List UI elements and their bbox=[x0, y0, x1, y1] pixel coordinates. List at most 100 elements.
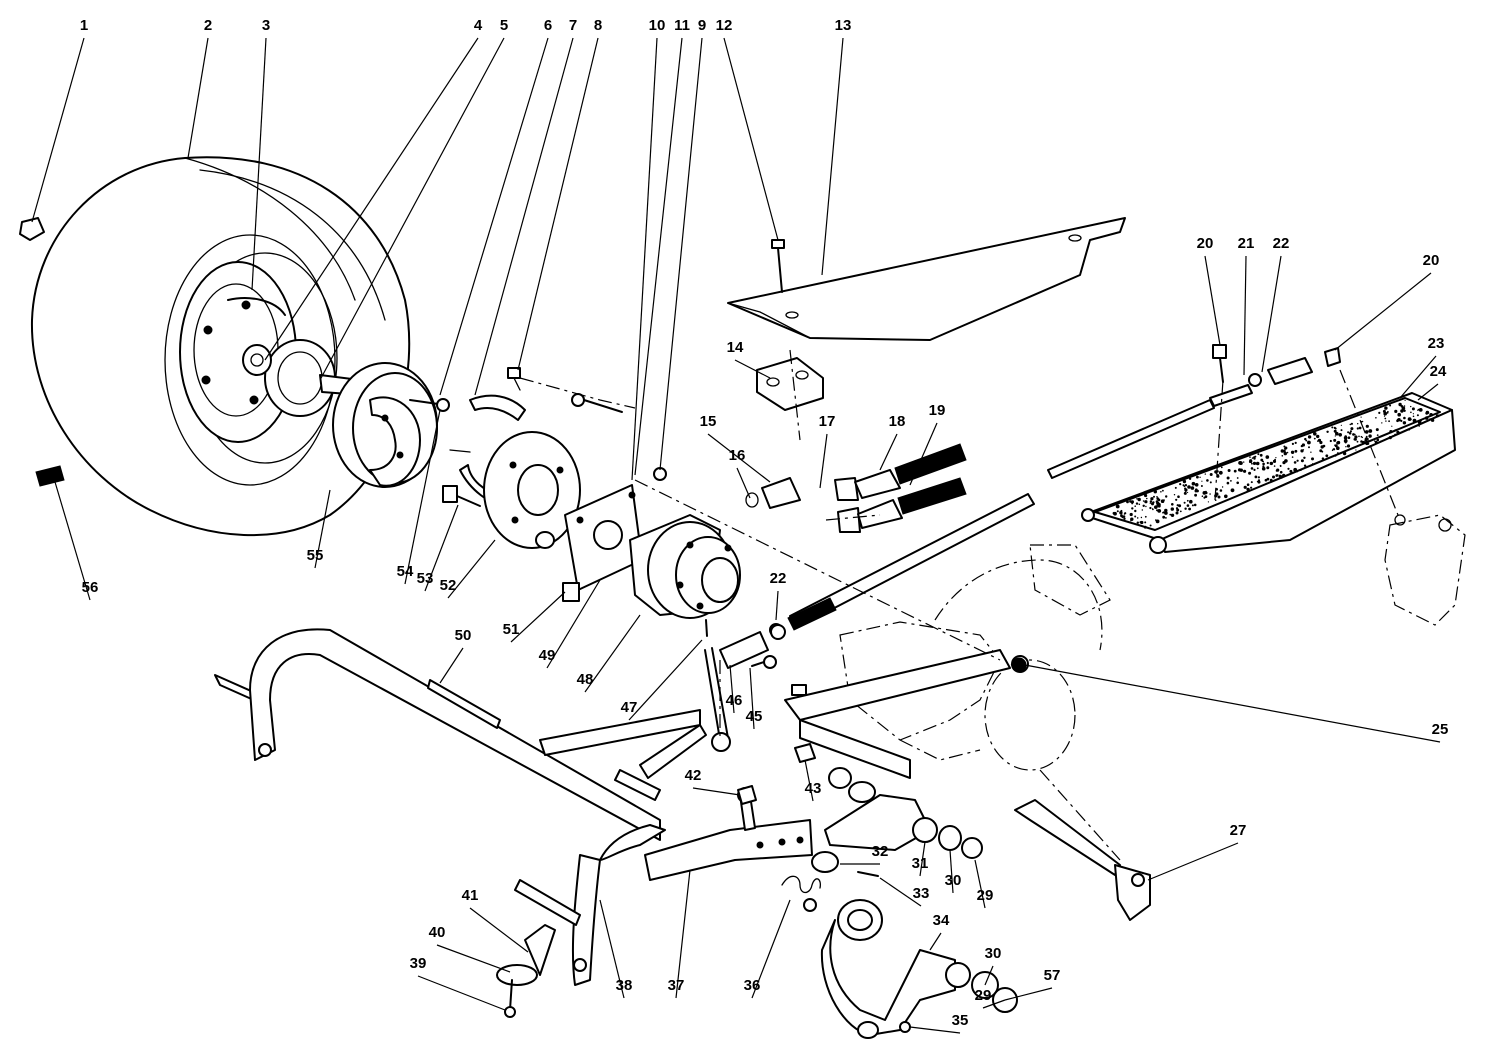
leader-line-47 bbox=[628, 639, 703, 721]
leader-line-1 bbox=[31, 37, 85, 223]
leader-line-29 bbox=[982, 999, 1006, 1009]
part-label-46: 46 bbox=[726, 692, 743, 709]
part-label-3: 3 bbox=[262, 17, 270, 34]
cover-plate bbox=[727, 217, 1126, 341]
part-label-29: 29 bbox=[975, 987, 992, 1004]
part-label-36: 36 bbox=[744, 977, 761, 994]
leader-line-38 bbox=[599, 899, 625, 999]
pedal-arm-37 bbox=[644, 787, 813, 881]
leader-line-52 bbox=[447, 539, 496, 599]
leader-line-46 bbox=[729, 664, 735, 714]
part-label-50: 50 bbox=[455, 627, 472, 644]
tire bbox=[30, 156, 411, 537]
part-label-38: 38 bbox=[616, 977, 633, 994]
part-label-18: 18 bbox=[889, 413, 906, 430]
bolt-56 bbox=[35, 465, 65, 487]
leader-line-13 bbox=[821, 37, 844, 276]
mount-bracket bbox=[562, 484, 643, 602]
part-label-41: 41 bbox=[462, 887, 479, 904]
leader-line-49 bbox=[546, 579, 601, 669]
part-label-35: 35 bbox=[952, 1012, 969, 1029]
wheel-motor bbox=[629, 514, 741, 619]
part-label-23: 23 bbox=[1428, 335, 1445, 352]
leader-line-12 bbox=[723, 37, 779, 241]
part-label-8: 8 bbox=[594, 17, 602, 34]
leader-line-30 bbox=[984, 965, 994, 986]
nut-43 bbox=[794, 743, 816, 763]
part-label-21: 21 bbox=[1238, 235, 1255, 252]
part-label-30: 30 bbox=[945, 872, 962, 889]
alignment-lines bbox=[519, 349, 1401, 861]
leader-line-21 bbox=[1243, 255, 1247, 376]
part-label-42: 42 bbox=[685, 767, 702, 784]
hydraulic-hoses bbox=[834, 443, 967, 533]
bushing-set-upper bbox=[811, 767, 983, 873]
leader-line-34 bbox=[929, 932, 942, 951]
leader-line-54 bbox=[404, 409, 441, 585]
leader-line-37 bbox=[675, 869, 691, 999]
leader-line-6 bbox=[439, 37, 549, 396]
leader-line-22 bbox=[775, 590, 779, 621]
fittings-20-22 bbox=[1212, 344, 1341, 387]
leader-line-48 bbox=[584, 614, 641, 693]
part-label-20: 20 bbox=[1423, 252, 1440, 269]
leader-line-41 bbox=[469, 907, 529, 953]
part-label-52: 52 bbox=[440, 577, 457, 594]
leader-line-4 bbox=[264, 37, 479, 361]
leader-line-19 bbox=[909, 422, 938, 486]
brake-drum bbox=[332, 362, 438, 488]
leader-line-29 bbox=[974, 859, 986, 909]
leader-line-55 bbox=[314, 489, 331, 569]
leader-line-40 bbox=[436, 944, 511, 973]
part-label-31: 31 bbox=[912, 855, 929, 872]
part-label-11: 11 bbox=[674, 17, 690, 34]
leader-line-20 bbox=[1334, 272, 1432, 351]
leader-line-11 bbox=[634, 37, 683, 476]
leader-line-31 bbox=[919, 841, 926, 877]
part-label-48: 48 bbox=[577, 671, 594, 688]
leader-line-45 bbox=[749, 667, 755, 730]
leader-line-43 bbox=[804, 759, 814, 802]
leader-line-9 bbox=[659, 37, 703, 471]
leader-line-35 bbox=[909, 1026, 961, 1034]
pedal-41 bbox=[496, 924, 556, 1018]
leader-line-33 bbox=[879, 877, 922, 907]
chassis-phantom bbox=[839, 544, 1111, 771]
leader-line-14 bbox=[734, 359, 771, 379]
leader-line-56 bbox=[54, 481, 91, 601]
leader-line-15 bbox=[707, 433, 771, 483]
part-label-7: 7 bbox=[569, 17, 577, 34]
leader-line-39 bbox=[417, 975, 506, 1011]
pedal-arm-34 bbox=[820, 899, 1018, 1039]
clamp-block-14 bbox=[756, 357, 824, 411]
filter-tray bbox=[1081, 392, 1456, 554]
part-label-57: 57 bbox=[1044, 967, 1061, 984]
leader-line-51 bbox=[510, 591, 566, 643]
part-label-53: 53 bbox=[417, 570, 434, 587]
part-label-54: 54 bbox=[397, 563, 414, 580]
part-label-16: 16 bbox=[729, 447, 746, 464]
part-label-15: 15 bbox=[700, 413, 717, 430]
nut-1 bbox=[19, 217, 45, 241]
lever-27 bbox=[1014, 799, 1151, 921]
nut-22-lower bbox=[770, 624, 786, 640]
part-label-29: 29 bbox=[977, 887, 994, 904]
part-label-43: 43 bbox=[805, 780, 822, 797]
part-label-1: 1 bbox=[80, 17, 88, 34]
part-label-33: 33 bbox=[913, 885, 930, 902]
leader-line-5 bbox=[319, 37, 505, 381]
bolt-8 bbox=[507, 367, 521, 391]
part-label-30: 30 bbox=[985, 945, 1002, 962]
part-label-12: 12 bbox=[716, 17, 733, 34]
leader-lines bbox=[31, 37, 1441, 1034]
leader-line-3 bbox=[251, 37, 267, 291]
leader-line-42 bbox=[692, 787, 741, 796]
part-label-45: 45 bbox=[746, 708, 763, 725]
control-rod bbox=[1047, 384, 1253, 479]
part-label-49: 49 bbox=[539, 647, 556, 664]
backing-plate bbox=[483, 431, 581, 549]
leader-line-23 bbox=[1399, 355, 1437, 399]
